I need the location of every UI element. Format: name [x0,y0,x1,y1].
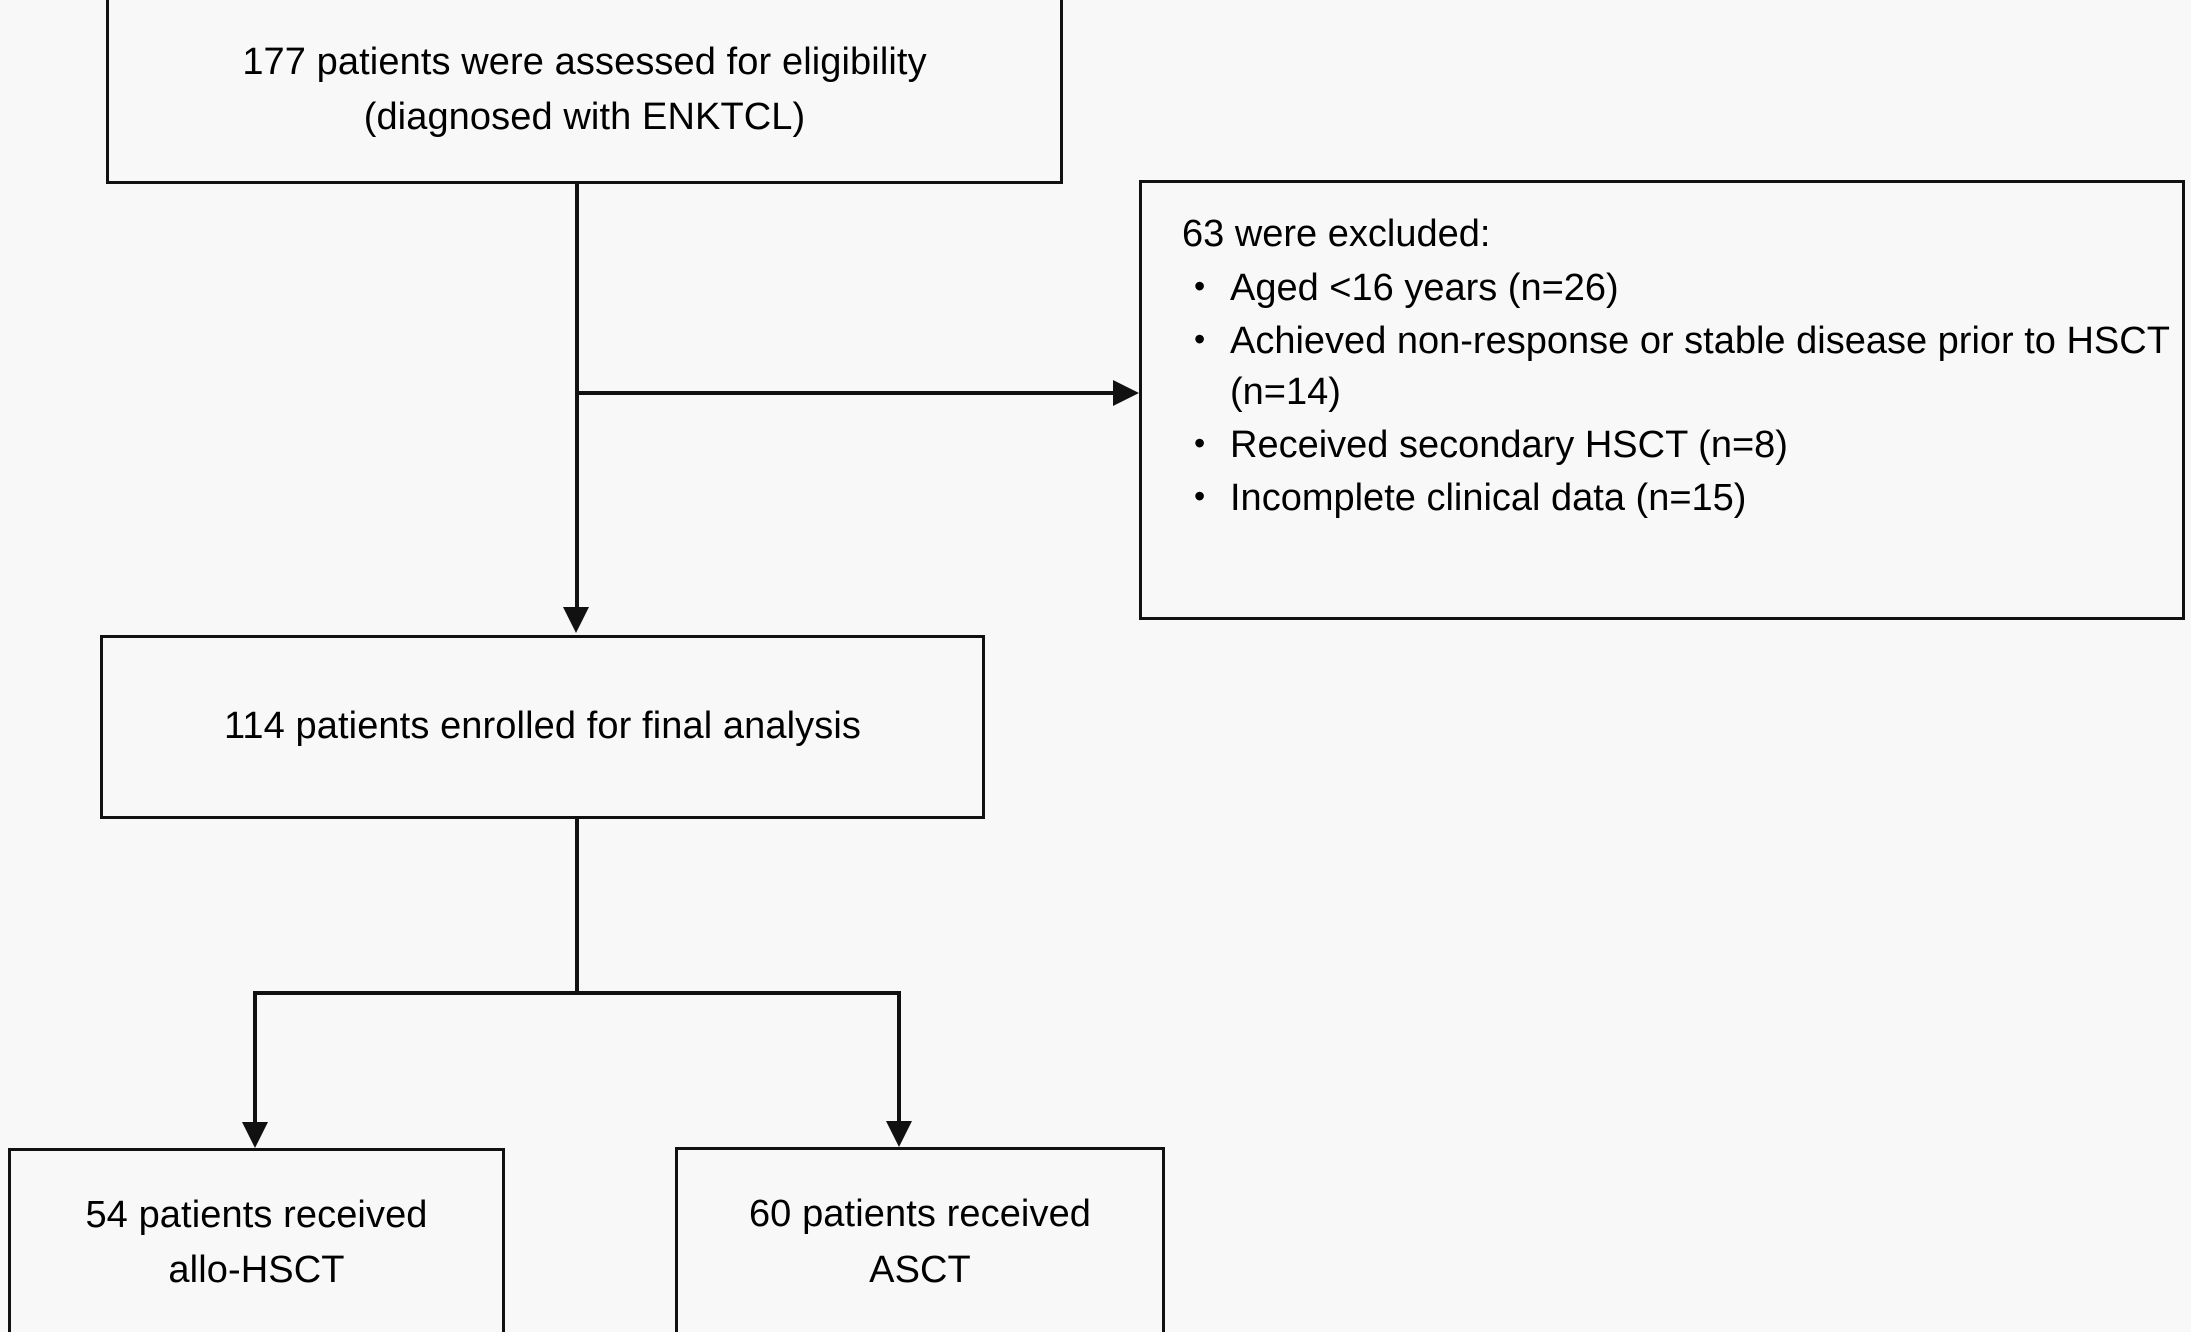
connector-split-horizontal [253,991,901,995]
assessed-line-2: (diagnosed with ENKTCL) [363,96,806,138]
exclusion-item-age: • Aged <16 years (n=26) [1176,263,2180,314]
asct-line-1: 60 patients received [748,1193,1092,1236]
bullet-icon: • [1194,268,1206,305]
arrowhead-down-icon [886,1121,912,1147]
exclusion-item-incomplete-data: • Incomplete clinical data (n=15) [1176,473,2180,524]
node-allo-hsct: 54 patients received allo-HSCT [8,1148,505,1332]
exclusion-item-label: Received secondary HSCT (n=8) [1230,423,1788,466]
exclusion-item-label: Achieved non-response or stable disease … [1230,320,2170,413]
arrowhead-right-icon [1113,380,1139,406]
node-exclusions: 63 were excluded: • Aged <16 years (n=26… [1139,180,2185,620]
exclusions-list: • Aged <16 years (n=26) • Achieved non-r… [1176,263,2180,526]
connector-split-to-allo-hsct [253,991,257,1124]
exclusion-item-label: Aged <16 years (n=26) [1230,267,1619,310]
node-asct: 60 patients received ASCT [675,1147,1165,1332]
bullet-icon: • [1194,477,1206,514]
node-assessed-for-eligibility: 177 patients were assessed for eligibili… [106,0,1063,184]
connector-split-to-asct [897,991,901,1124]
exclusion-item-label: Incomplete clinical data (n=15) [1230,476,1747,519]
connector-enrolled-to-split [575,818,579,995]
node-enrolled-final-analysis: 114 patients enrolled for final analysis [100,635,985,819]
exclusion-item-secondary-hsct: • Received secondary HSCT (n=8) [1176,420,2180,471]
bullet-icon: • [1194,424,1206,461]
arrowhead-down-icon [563,607,589,633]
exclusion-item-non-response: • Achieved non-response or stable diseas… [1176,316,2180,418]
asct-line-2: ASCT [869,1248,971,1291]
arrowhead-down-icon [242,1122,268,1148]
allo-hsct-line-1: 54 patients received [85,1193,428,1236]
allo-hsct-line-2: allo-HSCT [168,1249,345,1291]
exclusions-heading: 63 were excluded: [1182,213,1491,255]
bullet-icon: • [1194,321,1206,358]
connector-to-exclusions [577,391,1119,395]
assessed-line-1: 177 patients were assessed for eligibili… [242,40,927,83]
enrolled-line-1: 114 patients enrolled for final analysis [223,705,861,748]
